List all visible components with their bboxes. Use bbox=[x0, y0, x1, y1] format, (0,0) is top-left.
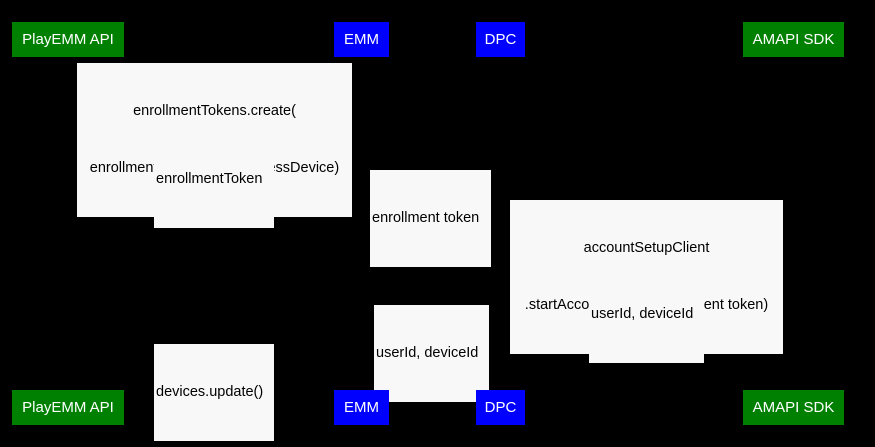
participant-header-emm[interactable]: EMM bbox=[334, 22, 389, 57]
lifeline-playemm-api bbox=[67, 57, 68, 390]
participant-footer-label-emm: EMM bbox=[344, 399, 379, 416]
participant-label-dpc: DPC bbox=[484, 31, 517, 48]
participant-footer-emm[interactable]: EMM bbox=[334, 390, 389, 425]
participant-footer-dpc[interactable]: DPC bbox=[476, 390, 525, 425]
participant-header-amapi-sdk[interactable]: AMAPI SDK bbox=[743, 22, 844, 57]
message-label-3-line1: enrollment token bbox=[372, 210, 480, 226]
lifeline-amapi-sdk bbox=[793, 57, 794, 390]
participant-footer-label-dpc: DPC bbox=[484, 399, 517, 416]
participant-footer-label-playemm-api: PlayEMM API bbox=[22, 399, 114, 416]
message-label-3: enrollment token bbox=[370, 170, 491, 267]
message-label-5-line1: userId, deviceId bbox=[591, 306, 694, 322]
participant-label-emm: EMM bbox=[344, 31, 379, 48]
participant-label-amapi-sdk: AMAPI SDK bbox=[752, 31, 835, 48]
participant-footer-label-amapi-sdk: AMAPI SDK bbox=[752, 399, 835, 416]
lifeline-dpc bbox=[500, 57, 501, 390]
participant-footer-playemm-api[interactable]: PlayEMM API bbox=[12, 390, 124, 425]
message-label-2-line1: enrollmentToken bbox=[156, 171, 263, 187]
participant-footer-amapi-sdk[interactable]: AMAPI SDK bbox=[743, 390, 844, 425]
message-label-2: enrollmentToken bbox=[154, 131, 274, 228]
message-label-6-line1: userId, deviceId bbox=[376, 345, 479, 361]
participant-label-playemm-api: PlayEMM API bbox=[22, 31, 114, 48]
message-label-1-line1: enrollmentTokens.create( bbox=[133, 103, 296, 119]
lifeline-emm bbox=[361, 57, 362, 390]
participant-header-dpc[interactable]: DPC bbox=[476, 22, 525, 57]
participant-header-playemm-api[interactable]: PlayEMM API bbox=[12, 22, 124, 57]
message-label-7-line1: devices.update() bbox=[156, 384, 264, 400]
message-label-5: userId, deviceId bbox=[589, 266, 704, 363]
message-label-4-line1: accountSetupClient bbox=[583, 240, 710, 256]
message-label-7: devices.update() bbox=[154, 344, 274, 441]
message-label-6: userId, deviceId bbox=[374, 305, 489, 402]
